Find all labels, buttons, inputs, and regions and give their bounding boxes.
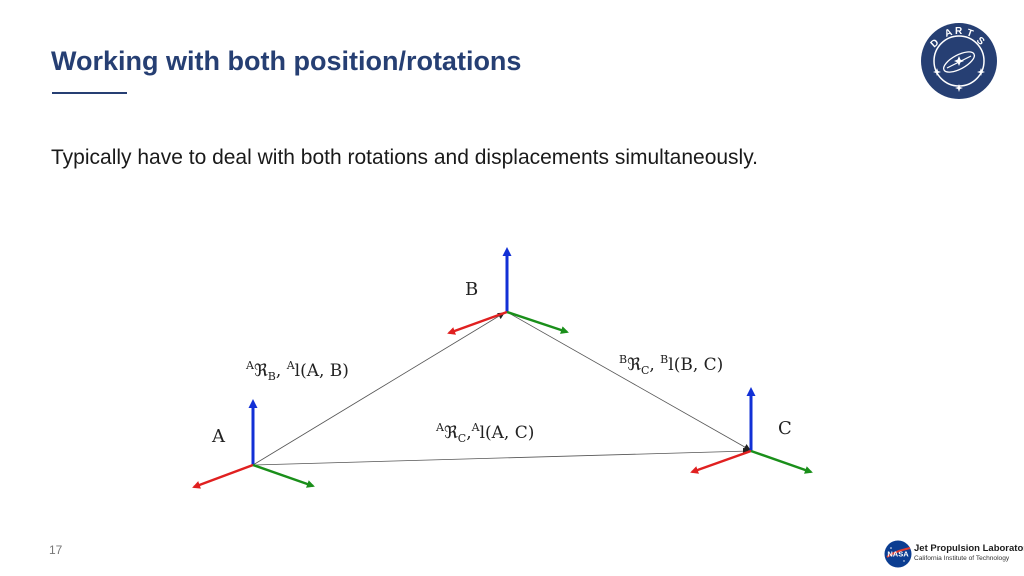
frame-b-label: B xyxy=(465,279,478,300)
edge-a-b-fn: l(A, B) xyxy=(295,361,349,381)
edge-b-c-sup1: B xyxy=(619,353,627,366)
jpl-logo: NASA Jet Propulsion Laboratory Californi… xyxy=(884,539,1024,569)
jpl-name: Jet Propulsion Laboratory xyxy=(914,543,1024,554)
frame-a-label: A xyxy=(211,426,226,447)
edge-b-c-label: BℜC, Bl(B, C) xyxy=(619,353,723,377)
frame-b-x-axis xyxy=(447,310,508,335)
frame-c-y-axis xyxy=(750,449,813,474)
edge-a-b-label: AℜB, Al(A, B) xyxy=(245,359,349,383)
edge-a-b-sup2: A xyxy=(286,359,296,372)
jpl-subtitle: California Institute of Technology xyxy=(914,555,1010,562)
edge-b-c-sup2: B xyxy=(660,353,668,366)
frame-a-x-axis xyxy=(192,463,254,489)
edge-a-c xyxy=(252,447,750,466)
edge-b-c-rot: ℜ xyxy=(627,355,641,375)
edge-a-c-sub: C xyxy=(458,432,466,445)
edge-b-c-fn: l(B, C) xyxy=(668,355,723,375)
frame-b-y-axis xyxy=(506,310,569,334)
nasa-badge-text: NASA xyxy=(887,550,909,559)
title-underline xyxy=(52,92,127,94)
edge-b-c-sub: C xyxy=(641,364,649,377)
slide-title: Working with both position/rotations xyxy=(51,46,522,76)
page-number: 17 xyxy=(49,543,63,557)
frame-a-axes xyxy=(192,399,315,489)
frame-a-y-axis xyxy=(252,463,315,488)
darts-letter-a: A xyxy=(943,27,954,40)
edge-a-c-rot: ℜ xyxy=(444,423,458,443)
darts-logo: D A R T S xyxy=(921,23,997,99)
frame-c-label: C xyxy=(778,418,792,439)
frame-c-x-axis xyxy=(690,449,752,474)
edge-a-c-sup2: A xyxy=(471,421,481,434)
nasa-meatball-icon: NASA xyxy=(884,540,912,568)
edge-a-b-sub: B xyxy=(268,370,276,383)
edge-a-c-fn: l(A, C) xyxy=(480,423,535,443)
edge-a-b xyxy=(252,312,505,466)
edge-a-c-sup1: A xyxy=(435,421,445,434)
darts-letter-r: R xyxy=(955,26,963,37)
darts-letter-t: T xyxy=(965,27,975,39)
edge-a-b-sup1: A xyxy=(245,359,255,372)
edge-a-b-rot: ℜ xyxy=(254,361,268,381)
frame-b-axes xyxy=(447,247,569,335)
edge-a-c-label: AℜC,Al(A, C) xyxy=(435,421,534,445)
edge-b-c xyxy=(506,311,751,451)
frame-c-axes xyxy=(690,387,813,474)
slide-body-text: Typically have to deal with both rotatio… xyxy=(51,146,758,169)
